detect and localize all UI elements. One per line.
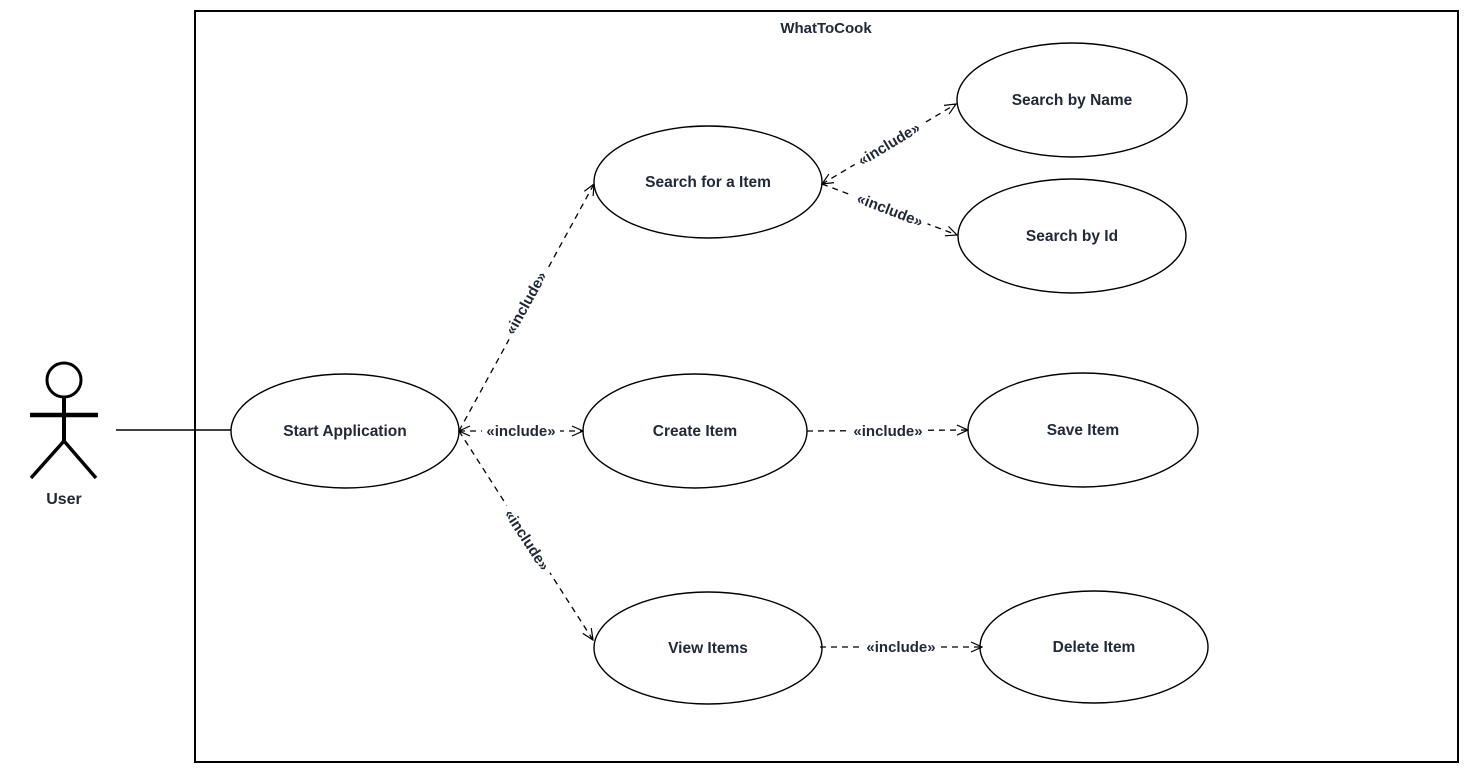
use-case-search-by-name: Search by Name — [956, 42, 1188, 158]
use-case-create-item: Create Item — [582, 373, 808, 489]
actor-label: User — [46, 491, 82, 508]
search-by-name-ellipse — [956, 42, 1188, 158]
search-by-name-label: Search by Name — [1012, 92, 1133, 109]
start-application-label: Start Application — [283, 423, 406, 440]
use-case-delete-item: Delete Item — [979, 590, 1209, 704]
include-edge-start-to-search — [458, 184, 594, 432]
include-edge-search-to-search-by-id — [821, 183, 957, 235]
create-item-label: Create Item — [653, 423, 737, 440]
svg-text:«include»: «include» — [866, 639, 935, 656]
system-boundary-title: WhatToCook — [780, 20, 872, 37]
include-label-bg — [482, 421, 560, 440]
view-items-label: View Items — [668, 640, 748, 657]
actor-user: User — [29, 361, 98, 508]
include-label-start-to-create: «include» — [482, 421, 560, 440]
search-for-a-item-label: Search for a Item — [645, 174, 771, 191]
use-case-start-application: Start Application — [230, 373, 460, 489]
include-label-create-to-save: «include» — [849, 421, 927, 440]
actor-legs — [29, 439, 98, 480]
include-label-bg — [849, 421, 927, 440]
actor-head — [45, 361, 83, 399]
use-case-search-for-a-item: Search for a Item — [593, 125, 823, 239]
svg-text:«include»: «include» — [853, 423, 922, 440]
use-case-view-items: View Items — [593, 591, 823, 705]
delete-item-label: Delete Item — [1053, 639, 1136, 656]
include-label-bg — [849, 114, 929, 174]
save-item-label: Save Item — [1047, 422, 1119, 439]
search-by-id-label: Search by Id — [1026, 228, 1118, 245]
include-label-bg — [497, 263, 555, 343]
view-items-ellipse — [593, 591, 823, 705]
include-label-bg — [496, 501, 558, 579]
include-label-view-to-delete: «include» — [862, 637, 940, 656]
include-label-bg — [849, 186, 931, 234]
include-label-bg — [862, 637, 940, 656]
svg-text:«include»: «include» — [486, 423, 555, 440]
use-case-search-by-id: Search by Id — [957, 178, 1187, 294]
use-case-save-item: Save Item — [967, 372, 1199, 488]
